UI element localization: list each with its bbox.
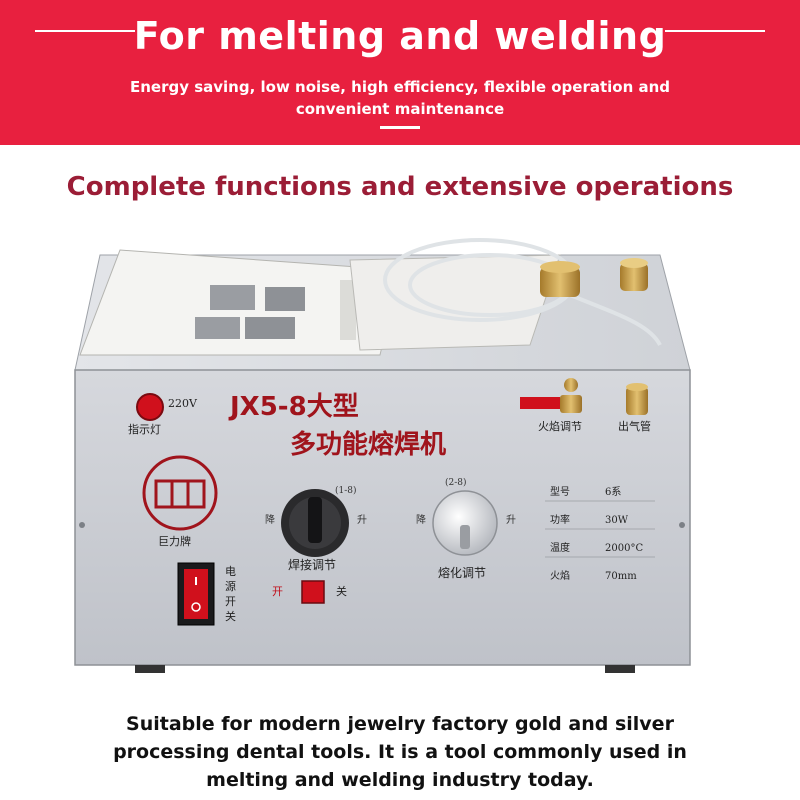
knob1-increase: 升 xyxy=(357,514,367,526)
banner-rule-right xyxy=(665,30,765,32)
main-power-rocker[interactable] xyxy=(177,562,215,626)
knob2-decrease: 降 xyxy=(416,513,426,526)
banner-title: For melting and welding xyxy=(133,14,667,58)
spec-value-1: 30W xyxy=(605,515,629,526)
top-banner: For melting and welding Energy saving, l… xyxy=(0,0,800,145)
spec-value-0: 6系 xyxy=(605,486,621,498)
spec-key-0: 型号 xyxy=(550,485,570,498)
gas-outlet-label: 出气管 xyxy=(618,419,651,433)
model-line2: 多功能熔焊机 xyxy=(290,429,446,460)
manual-paper xyxy=(79,249,561,356)
power-switch-char-3: 开 xyxy=(225,595,236,608)
spec-key-3: 火焰 xyxy=(550,569,570,582)
screw-right xyxy=(679,522,685,528)
banner-subtitle-line2: convenient maintenance xyxy=(295,100,505,118)
power-switch-labels: 电 源 开 关 xyxy=(225,565,236,623)
machine-illustration: 220V 指示灯 JX5-8大型 多功能熔焊机 火焰调节 出气管 巨力牌 (1-… xyxy=(74,238,691,673)
front-panel xyxy=(74,369,691,666)
brand-logo xyxy=(142,455,218,531)
brand-label: 巨力牌 xyxy=(158,534,191,548)
switch-off-label: 关 xyxy=(336,584,347,598)
section-heading: Complete functions and extensive operati… xyxy=(66,172,734,202)
indicator-lamp-icon xyxy=(136,393,164,421)
flame-adjust-label: 火焰调节 xyxy=(538,419,582,433)
power-switch-char-1: 电 xyxy=(225,565,236,578)
banner-tick xyxy=(380,126,420,129)
banner-subtitle: Energy saving, low noise, high efficienc… xyxy=(120,76,680,120)
brass-fittings-top xyxy=(540,258,648,297)
spec-key-2: 温度 xyxy=(550,541,570,554)
product-caption: Suitable for modern jewelry factory gold… xyxy=(60,710,740,794)
indicator-label: 指示灯 xyxy=(128,422,161,436)
knob2-increase: 升 xyxy=(506,514,516,526)
welding-adjust-label: 焊接调节 xyxy=(288,557,336,572)
melting-knob[interactable] xyxy=(432,490,498,556)
banner-rule-left xyxy=(35,30,135,32)
model-line1: JX5-8大型 xyxy=(228,392,359,422)
voltage-label: 220V xyxy=(168,397,198,410)
foot-left xyxy=(135,665,165,673)
melting-adjust-label: 熔化调节 xyxy=(438,565,486,580)
knob1-range: (1-8) xyxy=(335,485,357,496)
gas-outlet-icon xyxy=(626,383,648,415)
spec-value-3: 70mm xyxy=(605,571,637,582)
power-switch-char-4: 关 xyxy=(225,609,236,623)
specs-table: 型号 6系 功率 30W 温度 2000°C 火焰 70mm xyxy=(545,485,655,582)
flame-adjust-valve-icon[interactable] xyxy=(520,378,582,413)
caption-line3: melting and welding industry today. xyxy=(206,769,594,791)
small-power-switch[interactable] xyxy=(301,580,325,604)
spec-value-2: 2000°C xyxy=(605,543,643,554)
welding-knob[interactable] xyxy=(281,489,349,557)
foot-right xyxy=(605,665,635,673)
spec-key-1: 功率 xyxy=(550,513,570,526)
switch-on-label: 开 xyxy=(272,585,283,598)
screw-left xyxy=(79,522,85,528)
power-switch-char-2: 源 xyxy=(225,579,236,593)
caption-line1: Suitable for modern jewelry factory gold… xyxy=(126,713,674,735)
knob1-decrease: 降 xyxy=(265,513,275,526)
knob2-range: (2-8) xyxy=(445,477,467,488)
banner-subtitle-line1: Energy saving, low noise, high efficienc… xyxy=(129,78,671,96)
caption-line2: processing dental tools. It is a tool co… xyxy=(113,741,687,763)
